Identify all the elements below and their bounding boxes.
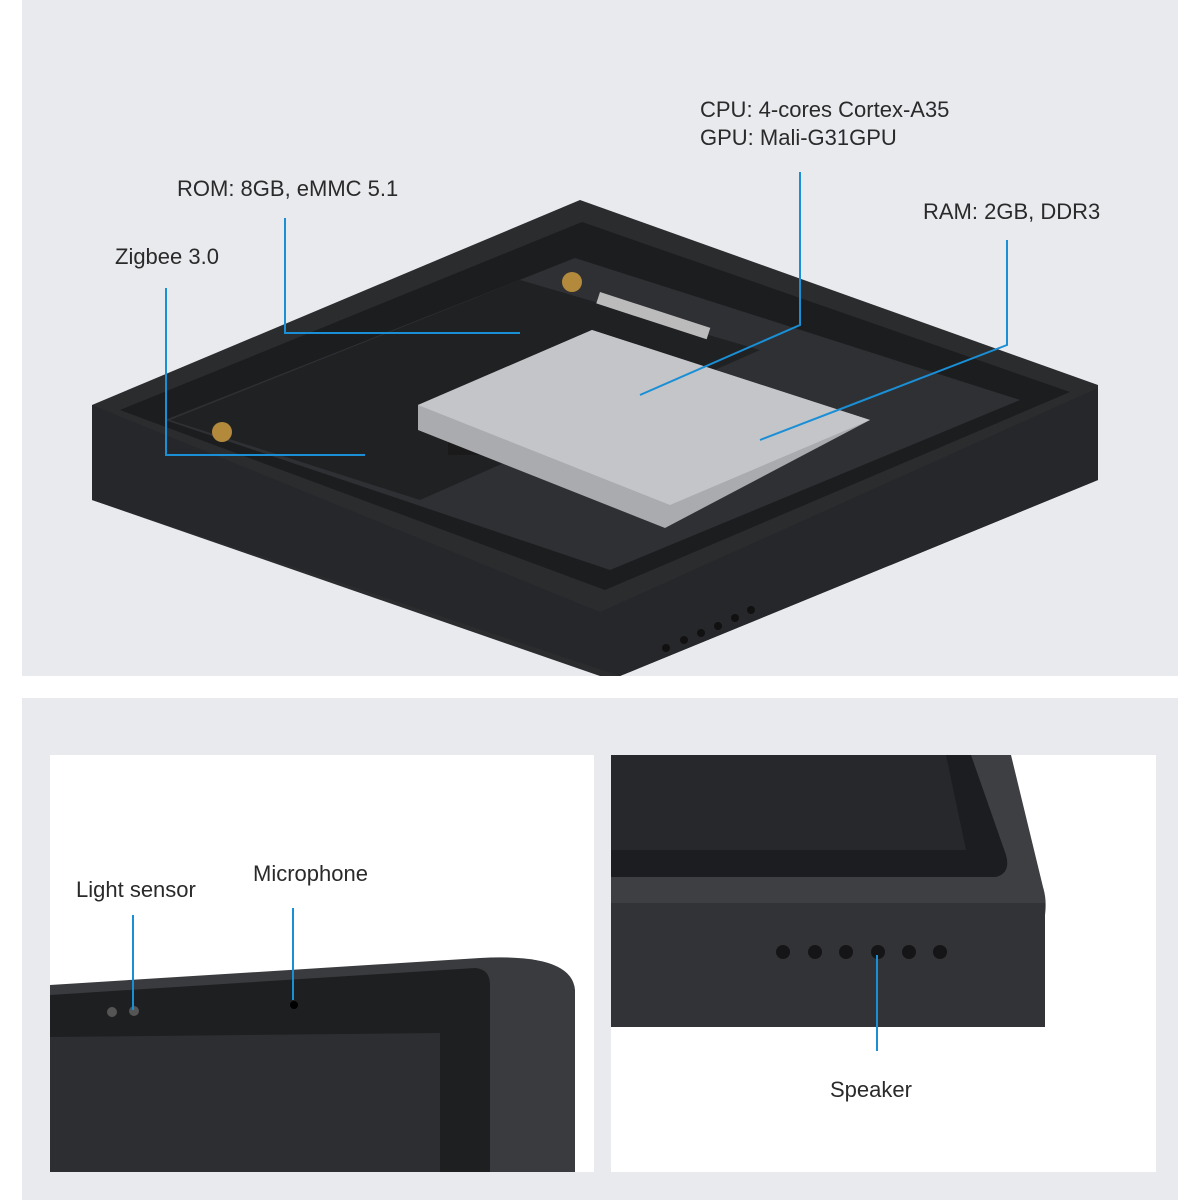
front-sensors-view: Light sensor Microphone (50, 755, 594, 1172)
gpu-label: GPU: Mali-G31GPU (700, 125, 897, 150)
speaker-holes (776, 945, 947, 959)
zigbee-leader-line (165, 288, 365, 456)
light-sensor-label: Light sensor (76, 877, 196, 902)
zigbee-label: Zigbee 3.0 (115, 244, 219, 269)
cpu-leader-line (639, 172, 801, 396)
speaker-view: Speaker (611, 755, 1156, 1172)
speaker-holes (662, 606, 755, 652)
side-speaker-illustration (611, 755, 1046, 1051)
ram-leader-line (759, 240, 1008, 441)
microphone-label: Microphone (253, 861, 368, 886)
light-sensor-dot (107, 1007, 117, 1017)
front-bezel-illustration (50, 908, 575, 1172)
cpu-label: CPU: 4-cores Cortex-A35 (700, 97, 950, 122)
rom-leader-line (284, 218, 520, 334)
ram-label: RAM: 2GB, DDR3 (923, 199, 1101, 224)
microphone-hole (290, 1001, 298, 1009)
speaker-label: Speaker (830, 1077, 912, 1102)
rom-label: ROM: 8GB, eMMC 5.1 (177, 176, 399, 201)
heat-shield (418, 330, 870, 528)
